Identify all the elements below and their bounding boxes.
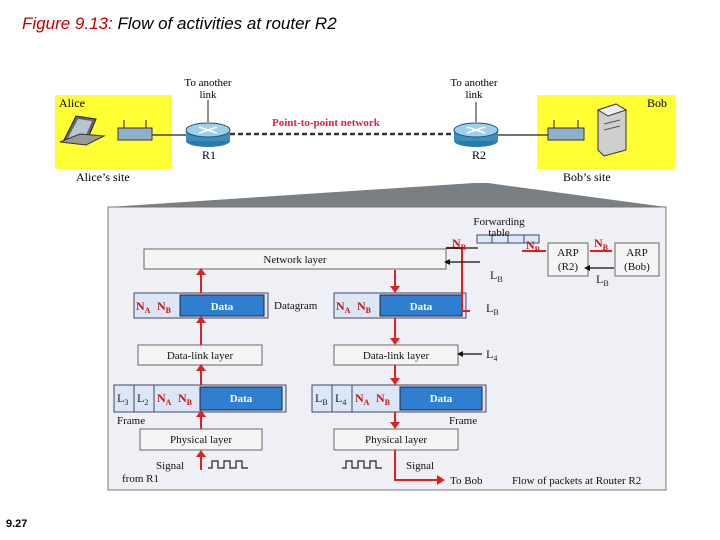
nb-label-dg-left: NB bbox=[157, 299, 172, 315]
data-fr-right: Data bbox=[430, 393, 453, 405]
frame-right-label: Frame bbox=[449, 415, 477, 427]
from-r1-label: from R1 bbox=[122, 473, 159, 485]
arrow-to-bob bbox=[394, 474, 440, 481]
nb-label-network: NB bbox=[452, 236, 467, 252]
nb-label-fr-left: NB bbox=[178, 391, 193, 407]
l2-label: L2 bbox=[137, 391, 148, 407]
lb-label-network: LB bbox=[490, 268, 503, 284]
network-layer-box bbox=[143, 248, 447, 270]
forwarding-line1: Forwarding bbox=[473, 216, 525, 228]
panel-caption: Flow of packets at Router R2 bbox=[512, 475, 641, 487]
datagram-label: Datagram bbox=[274, 300, 318, 312]
signal-left-label: Signal bbox=[156, 460, 184, 472]
r1-label: R1 bbox=[202, 148, 217, 162]
figure-number: Figure 9.13: bbox=[22, 14, 113, 33]
data-fr-left: Data bbox=[230, 393, 253, 405]
nb-label-arp-r2: NB bbox=[526, 238, 541, 254]
laptop-icon bbox=[59, 115, 106, 146]
to-another-link-r1: To another link bbox=[184, 77, 232, 101]
switch-icon-bob bbox=[547, 120, 585, 141]
na-label-dg-left: NA bbox=[136, 299, 151, 315]
lb-label-datagram: LB bbox=[486, 301, 499, 317]
na-label-fr-left: NA bbox=[157, 391, 172, 407]
data-link-right-label: Data-link layer bbox=[363, 350, 430, 362]
forwarding-line2: table bbox=[488, 227, 509, 239]
to-another-link-r2: To another link bbox=[450, 77, 498, 101]
arp-bob-line2: (Bob) bbox=[624, 261, 650, 273]
network-layer-label: Network layer bbox=[263, 254, 327, 266]
lb-label-arp: LB bbox=[596, 272, 609, 288]
na-label-fr-right: NA bbox=[355, 391, 370, 407]
slide-number: 9.27 bbox=[6, 518, 28, 530]
bob-site-label: Bob’s site bbox=[563, 170, 611, 184]
signal-wave-left bbox=[208, 460, 248, 469]
figure-caption: Flow of activities at router R2 bbox=[117, 14, 337, 33]
r2-label: R2 bbox=[472, 148, 487, 162]
zoom-trapezoid bbox=[108, 183, 666, 207]
datagram-left-data bbox=[179, 294, 265, 317]
arp-bob-line1: ARP bbox=[626, 247, 647, 259]
bob-label: Bob bbox=[647, 96, 668, 110]
switch-icon-alice bbox=[117, 120, 153, 141]
alice-site-label: Alice’s site bbox=[76, 170, 130, 184]
data-link-left-label: Data-link layer bbox=[167, 350, 234, 362]
na-label-dg-right: NA bbox=[336, 299, 351, 315]
l4-label-frame: L4 bbox=[335, 391, 346, 407]
l3-label: L3 bbox=[117, 391, 128, 407]
alice-label: Alice bbox=[59, 96, 85, 110]
arp-r2-line1: ARP bbox=[557, 247, 578, 259]
physical-left-label: Physical layer bbox=[170, 434, 232, 446]
signal-wave-right bbox=[342, 460, 382, 469]
forwarding-table-icon bbox=[476, 234, 540, 244]
data-dg-left: Data bbox=[211, 301, 234, 313]
lb-label-frame: LB bbox=[315, 391, 328, 407]
server-icon bbox=[596, 103, 628, 157]
nb-label-fr-right: NB bbox=[376, 391, 391, 407]
frame-left-label: Frame bbox=[117, 415, 145, 427]
frame-left-data bbox=[199, 386, 283, 411]
nb-label-arp-bob: NB bbox=[594, 236, 609, 252]
arp-bob-box bbox=[614, 242, 660, 277]
data-dg-right: Data bbox=[410, 301, 433, 313]
router-r2-icon bbox=[453, 122, 499, 147]
router-r1-icon bbox=[185, 122, 231, 147]
figure-title: Figure 9.13: Flow of activities at route… bbox=[22, 14, 337, 34]
frame-right-data bbox=[399, 386, 483, 411]
physical-right-label: Physical layer bbox=[365, 434, 427, 446]
arp-r2-line2: (R2) bbox=[558, 261, 579, 273]
l4-label-datalink: L4 bbox=[486, 347, 497, 363]
signal-right-label: Signal bbox=[406, 460, 434, 472]
to-bob-label: To Bob bbox=[450, 475, 483, 487]
nb-label-dg-right: NB bbox=[357, 299, 372, 315]
ptp-network-label: Point-to-point network bbox=[272, 117, 380, 129]
arp-r2-box bbox=[547, 242, 589, 277]
